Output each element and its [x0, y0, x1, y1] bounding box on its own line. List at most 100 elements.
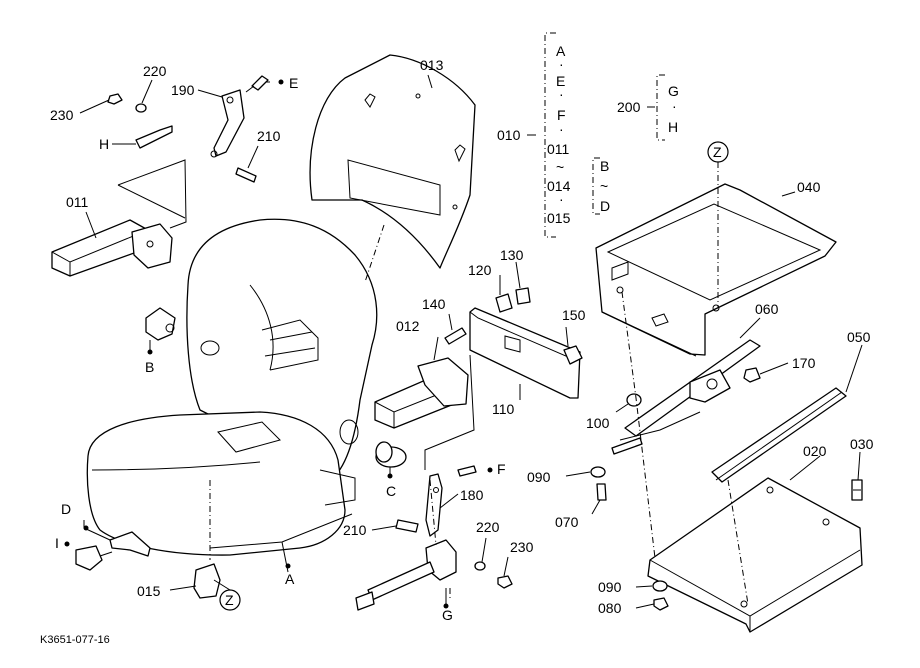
part-label-120: 120	[468, 262, 492, 278]
plane-line	[117, 159, 187, 229]
washer-220	[135, 103, 147, 113]
nut-080	[653, 597, 669, 611]
z-marker-lower: Z	[219, 589, 241, 611]
nut-230	[107, 93, 123, 105]
part-label-h: H	[99, 136, 109, 152]
part-label-012: 012	[396, 318, 420, 334]
kit-200-item: H	[668, 119, 678, 135]
kit-010-sub-item: ~	[600, 178, 608, 194]
part-label-i: I	[55, 535, 59, 551]
bolt-140	[444, 327, 467, 345]
slide-rail-050	[711, 387, 847, 483]
part-label-090-lower: 090	[598, 579, 622, 595]
part-label-150: 150	[562, 307, 586, 323]
nut-230-lower	[497, 575, 513, 589]
plane-line	[424, 354, 475, 470]
clip-120	[495, 293, 513, 313]
armrest-bracket-190	[213, 89, 245, 157]
part-label-230: 230	[50, 107, 74, 123]
part-label-060: 060	[755, 301, 779, 317]
part-label-b: B	[145, 359, 154, 375]
part-label-190: 190	[171, 82, 195, 98]
figure-code: K3651-077-16	[40, 634, 110, 646]
part-label-010: 010	[497, 127, 521, 143]
bolt-210-lower	[395, 519, 419, 533]
part-label-100: 100	[586, 415, 610, 431]
armrest-011	[51, 219, 173, 277]
kit-010-item: ~	[556, 159, 564, 175]
clip-130	[515, 287, 531, 305]
kit-dot: ·	[559, 191, 564, 207]
part-label-c: C	[386, 483, 396, 499]
part-label-130: 130	[500, 247, 524, 263]
part-label-f: F	[497, 461, 506, 477]
part-label-140: 140	[422, 296, 446, 312]
kit-010-item: A	[556, 43, 566, 59]
kit-010-bracket: A · E · F · 011 ~ 014 · 015 B ~ D	[527, 32, 610, 238]
kit-dot: ·	[559, 121, 564, 137]
armrest-012	[374, 357, 469, 429]
base-plate-020	[647, 477, 863, 633]
part-label-015: 015	[137, 583, 161, 599]
kit-200-item: G	[668, 83, 679, 99]
seat-frame-040	[595, 183, 837, 357]
bolt-070	[596, 483, 607, 501]
leader-lines	[79, 74, 863, 609]
part-label-d: D	[61, 501, 71, 517]
kit-010-sub-item: D	[600, 198, 610, 214]
part-label-070: 070	[555, 514, 579, 530]
part-label-020: 020	[803, 443, 827, 459]
part-label-050: 050	[847, 329, 871, 345]
lever-d	[83, 527, 151, 557]
kit-010-item: F	[557, 107, 566, 123]
kit-010-sub-item: B	[600, 158, 609, 174]
ref-dot	[387, 473, 393, 479]
z-marker-label: Z	[713, 144, 722, 160]
latch-015	[193, 563, 221, 599]
part-label-180: 180	[460, 487, 484, 503]
ref-dot	[147, 349, 153, 355]
kit-010-item: 011	[547, 141, 570, 157]
part-labels: 230 220 190 E H 210 011 013 010 200 040 …	[50, 57, 874, 623]
backrest-cover-013	[309, 54, 476, 269]
seat-belt-g	[355, 539, 457, 611]
part-label-230-lower: 230	[510, 539, 534, 555]
part-label-011: 011	[66, 194, 89, 210]
bolt-030	[851, 479, 863, 501]
nut-170	[743, 367, 761, 383]
reference-dots	[64, 79, 493, 609]
knob-c	[375, 441, 407, 479]
part-label-220: 220	[143, 63, 167, 79]
part-label-210: 210	[257, 128, 281, 144]
kit-010-item: E	[556, 73, 565, 89]
part-label-080: 080	[598, 600, 622, 616]
kit-dot: ·	[559, 56, 564, 72]
knob-i	[75, 545, 113, 571]
kit-dot: ·	[559, 86, 564, 102]
washer-220-lower	[474, 561, 486, 571]
plane-line	[117, 184, 186, 219]
nut-100	[626, 393, 642, 407]
part-label-110: 110	[492, 401, 515, 417]
part-label-a: A	[285, 571, 295, 587]
slide-rail-060	[611, 339, 761, 455]
kit-dot: ·	[672, 98, 677, 114]
washer-090-lower	[652, 580, 668, 592]
part-label-220-lower: 220	[476, 519, 500, 535]
bolt-210-upper	[210, 150, 257, 183]
part-label-g: G	[442, 607, 453, 623]
handle-h	[135, 125, 173, 149]
knob-b	[145, 307, 176, 355]
washer-090-upper	[590, 466, 606, 478]
part-label-200: 200	[617, 99, 641, 115]
part-label-030: 030	[850, 436, 874, 452]
bolt-f	[457, 465, 477, 477]
part-label-090: 090	[527, 469, 551, 485]
part-label-170: 170	[792, 355, 816, 371]
kit-010-item: 015	[547, 210, 571, 226]
kit-010-item: 014	[547, 178, 571, 194]
bolt-top-e	[245, 75, 269, 93]
part-label-210-lower: 210	[343, 522, 367, 538]
z-marker-label: Z	[225, 592, 234, 608]
